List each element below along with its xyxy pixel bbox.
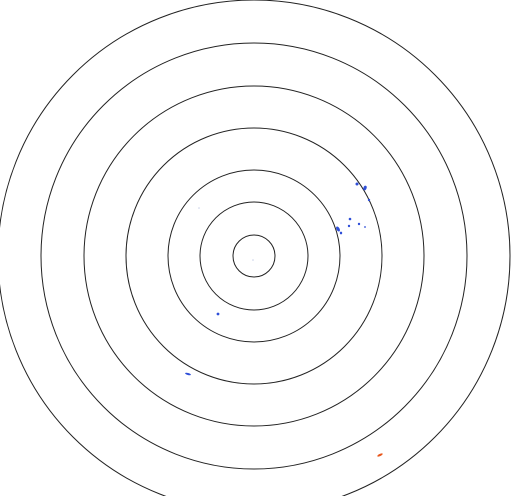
hit-marker	[364, 226, 366, 228]
target-ring-2	[199, 201, 309, 311]
hit-marker	[198, 207, 200, 209]
hit-marker	[357, 222, 361, 226]
target-ring-5	[83, 85, 425, 427]
hit-marker	[367, 198, 371, 202]
hit-marker	[363, 185, 367, 191]
hit-marker	[252, 259, 254, 261]
hit-marker	[185, 372, 191, 376]
hit-marker	[216, 312, 220, 316]
hit-marker	[377, 453, 383, 457]
hit-markers	[185, 182, 383, 457]
hit-marker	[355, 182, 359, 186]
hit-marker	[336, 226, 340, 232]
hit-marker	[348, 217, 352, 221]
target-ring-3	[167, 169, 341, 343]
target-ring-4	[125, 127, 383, 385]
target-ring-6	[40, 42, 468, 470]
hit-marker	[347, 224, 351, 228]
target-ring-1	[232, 234, 276, 278]
hit-marker	[339, 231, 343, 235]
